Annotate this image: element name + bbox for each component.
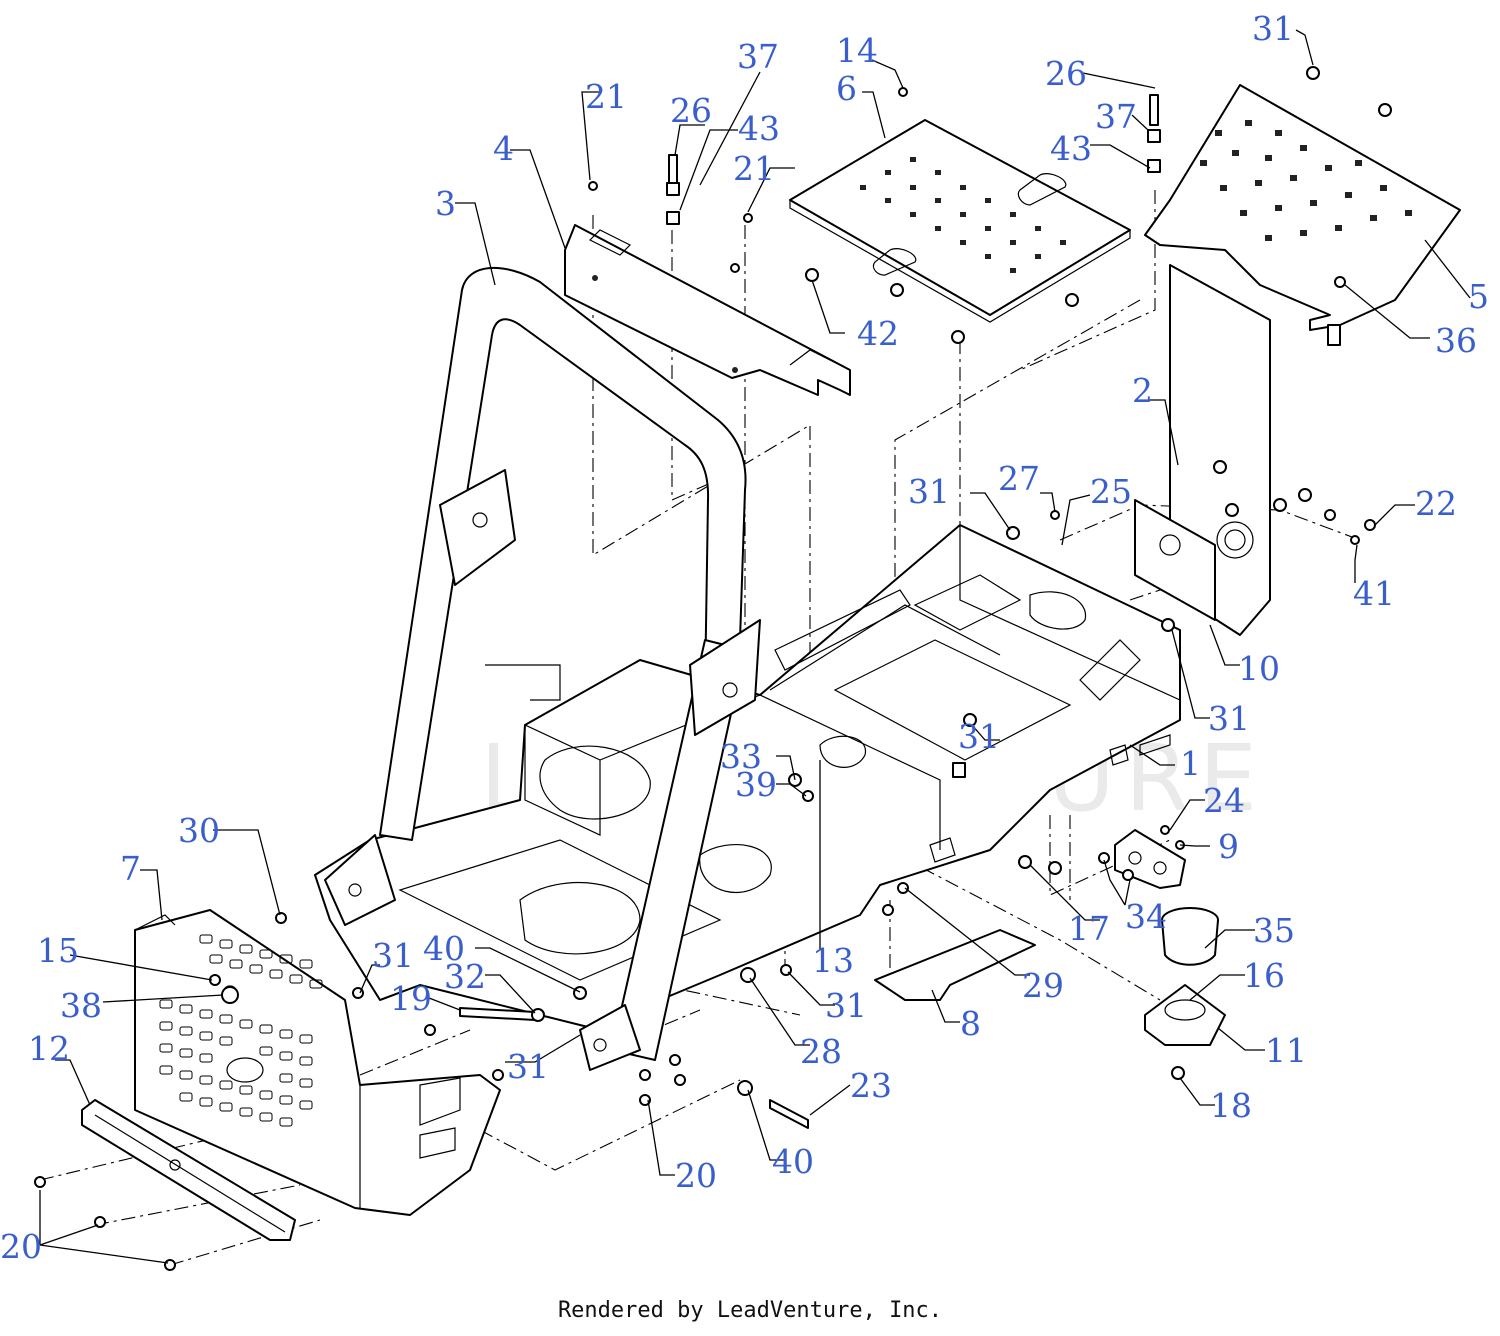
callout-25: 25	[1090, 472, 1132, 511]
callout-14: 14	[836, 31, 878, 70]
callout-29: 29	[1022, 966, 1064, 1005]
grille-holes	[159, 934, 323, 1127]
part-11-holder	[1144, 984, 1226, 1046]
callout-37: 37	[737, 37, 779, 76]
callout-31: 31	[372, 936, 414, 975]
callout-19: 19	[390, 979, 432, 1018]
callout-24: 24	[1203, 781, 1245, 820]
part-4-panel	[564, 224, 851, 396]
callout-31: 31	[1208, 699, 1250, 738]
callout-11: 11	[1265, 1031, 1307, 1070]
callout-31: 31	[507, 1047, 549, 1086]
callout-39: 39	[735, 765, 777, 804]
callout-6: 6	[836, 69, 857, 108]
callout-23: 23	[850, 1066, 892, 1105]
callout-43: 43	[1050, 129, 1092, 168]
callout-26: 26	[1045, 54, 1087, 93]
callout-22: 22	[1415, 484, 1457, 523]
callout-35: 35	[1253, 911, 1295, 950]
callout-42: 42	[857, 314, 899, 353]
callout-13: 13	[812, 941, 854, 980]
callout-10: 10	[1238, 649, 1280, 688]
part-8-plate	[874, 929, 1036, 1001]
part-35-cup	[1161, 907, 1219, 966]
floor-plate-holes	[860, 157, 1066, 273]
callout-31: 31	[825, 986, 867, 1025]
callout-32: 32	[444, 957, 486, 996]
part-7-front-grille	[134, 909, 501, 1216]
callout-7: 7	[120, 849, 141, 888]
callouts: 31 14 37 21 26 43 6 26 37 43 4 21 3 5 42…	[0, 9, 1489, 1266]
callout-31: 31	[1252, 9, 1294, 48]
callout-3: 3	[435, 184, 456, 223]
hardware	[34, 66, 1392, 1271]
callout-9: 9	[1218, 827, 1239, 866]
callout-40: 40	[423, 929, 465, 968]
callout-43: 43	[738, 109, 780, 148]
leader-lines	[39, 29, 1471, 1264]
callout-40: 40	[772, 1142, 814, 1181]
callout-21: 21	[733, 149, 775, 188]
callout-20: 20	[0, 1227, 42, 1266]
callout-33: 33	[720, 737, 762, 776]
callout-15: 15	[37, 931, 79, 970]
footer-credit: Rendered by LeadVenture, Inc.	[557, 1298, 943, 1323]
callout-1: 1	[1180, 744, 1201, 783]
callout-12: 12	[28, 1029, 70, 1068]
part-5-plate	[1144, 84, 1461, 331]
callout-31: 31	[908, 472, 950, 511]
callout-20: 20	[675, 1156, 717, 1195]
callout-31: 31	[958, 717, 1000, 756]
callout-18: 18	[1210, 1086, 1252, 1125]
callout-28: 28	[800, 1032, 842, 1071]
callout-4: 4	[493, 129, 514, 168]
callout-30: 30	[178, 811, 220, 850]
callout-5: 5	[1468, 277, 1489, 316]
callout-2: 2	[1132, 371, 1153, 410]
callout-8: 8	[960, 1004, 981, 1043]
part-12-bumper	[81, 1099, 296, 1241]
callout-17: 17	[1068, 909, 1110, 948]
callout-41: 41	[1353, 574, 1395, 613]
part-2-bracket	[1134, 264, 1271, 636]
callout-26: 26	[670, 91, 712, 130]
callout-37: 37	[1095, 97, 1137, 136]
callout-36: 36	[1435, 321, 1477, 360]
callout-27: 27	[998, 459, 1040, 498]
callout-34: 34	[1125, 897, 1167, 936]
callout-16: 16	[1243, 956, 1285, 995]
part-6-floor-plate	[789, 119, 1131, 323]
part-1-main-frame	[314, 524, 1181, 1031]
part-3-rops-bar	[324, 266, 761, 1071]
callout-38: 38	[60, 986, 102, 1025]
callout-21: 21	[585, 77, 627, 116]
